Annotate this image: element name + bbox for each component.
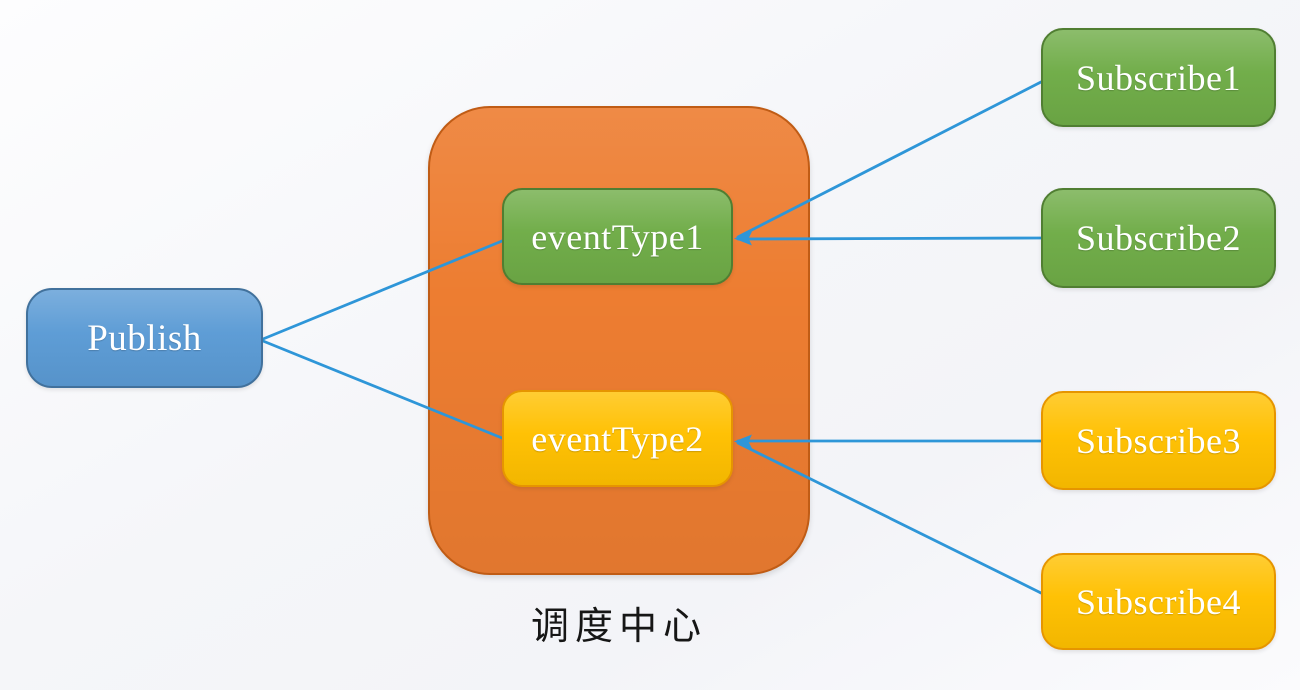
publish-node[interactable]: Publish — [26, 288, 263, 388]
subscribe2-node[interactable]: Subscribe2 — [1041, 188, 1276, 288]
dispatch-center-label: 调度中心 — [530, 606, 707, 648]
subscribe3-node[interactable]: Subscribe3 — [1041, 391, 1276, 490]
eventtype2-node[interactable]: eventType2 — [502, 390, 733, 487]
publish-label: Publish — [87, 317, 202, 359]
dispatch-center-box[interactable] — [428, 106, 810, 575]
subscribe3-label: Subscribe3 — [1076, 420, 1241, 461]
eventtype1-label: eventType1 — [531, 216, 704, 257]
subscribe1-label: Subscribe1 — [1076, 57, 1241, 98]
subscribe4-label: Subscribe4 — [1076, 581, 1241, 622]
eventtype1-node[interactable]: eventType1 — [502, 188, 733, 285]
subscribe1-node[interactable]: Subscribe1 — [1041, 28, 1276, 127]
eventtype2-label: eventType2 — [531, 418, 704, 459]
subscribe4-node[interactable]: Subscribe4 — [1041, 553, 1276, 650]
subscribe2-label: Subscribe2 — [1076, 218, 1241, 258]
